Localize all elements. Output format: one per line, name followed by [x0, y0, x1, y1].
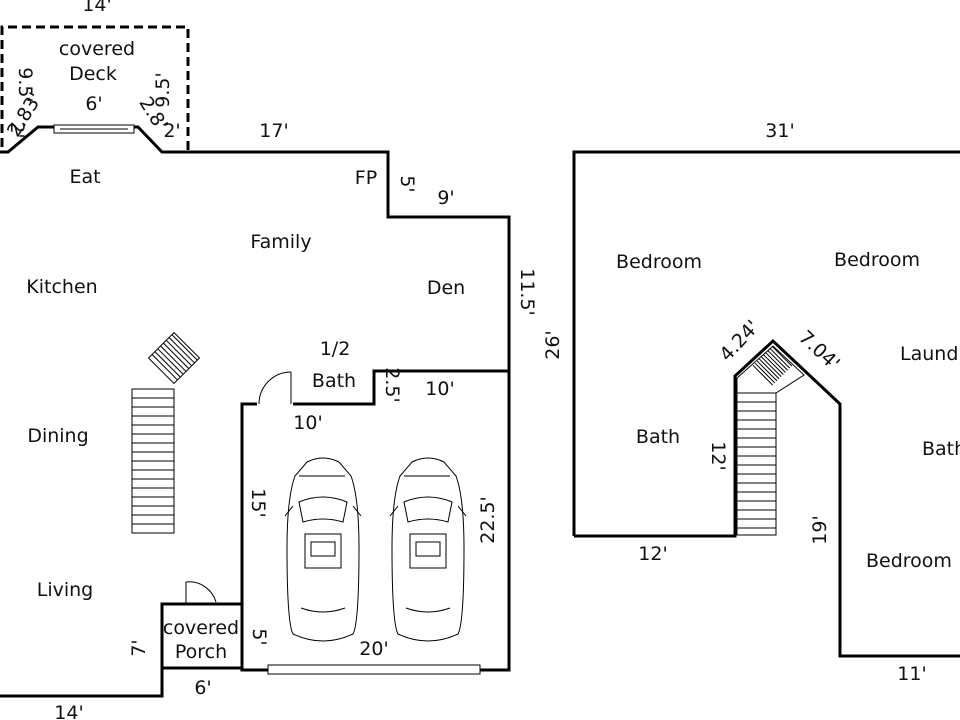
dim-garage-left: 15': [247, 488, 269, 517]
landing-square: [147, 331, 201, 385]
landing-hatch-line: [168, 337, 195, 364]
upper-landing-hatch-line: [758, 358, 780, 380]
landing-hatch-line: [160, 345, 187, 372]
main-floor-exterior-wall: [0, 125, 511, 672]
car-left-icon: [284, 457, 362, 642]
upper-landing-hatch-line: [765, 352, 786, 373]
upper-landing-hatch-line: [767, 350, 788, 371]
dim-den-top: 9': [437, 187, 454, 209]
dim-upper-top: 31': [765, 120, 794, 142]
upper-landing-hatch-line: [754, 362, 776, 384]
room-label-eat: Eat: [69, 166, 100, 188]
upper-floor-left-wall: [572, 150, 960, 536]
room-label-living: Living: [37, 579, 94, 601]
porch-wall: [0, 602, 242, 698]
dim-deck-left: 9.5': [14, 67, 36, 102]
main-floor-bottom-wall: [240, 402, 268, 672]
dim-bath-jog: 2.5': [381, 367, 403, 402]
stair-landing: [147, 331, 201, 385]
room-label-covered-deck-2: Deck: [69, 63, 117, 85]
dim-stair-angle-left: 4.24': [715, 316, 764, 366]
landing-hatch-line: [154, 351, 181, 378]
upper-landing-hatch-line: [756, 360, 778, 382]
landing-hatch-line: [151, 354, 178, 381]
upper-landing-hatch-line: [761, 356, 782, 377]
landing-hatch-line: [163, 342, 190, 369]
dim-den-right: 11.5': [516, 268, 538, 316]
room-label-covered-porch-2: Porch: [175, 641, 227, 663]
car-right-icon: [389, 457, 467, 642]
room-label-family: Family: [250, 231, 311, 253]
dim-upper-bottom-right: 11': [897, 663, 926, 685]
dim-garage-front-side: 5': [248, 628, 270, 645]
porch-door-swing: [185, 581, 217, 603]
room-label-half-bath: 1/2: [320, 338, 351, 360]
upper-landing-hatch-line: [752, 364, 774, 386]
dim-deck-right: 9.5': [152, 72, 174, 107]
main-staircase: [131, 388, 175, 534]
room-label-fp: FP: [355, 167, 377, 189]
room-label-laundry: Laund: [900, 343, 958, 365]
dim-deck-top: 14': [82, 0, 111, 16]
dim-upper-left: 26': [542, 330, 564, 359]
dim-garage-top: 10': [425, 378, 454, 400]
dim-bottom-left: 14': [54, 702, 83, 720]
dim-deck-center: 6': [85, 93, 102, 115]
upper-landing-hatch-line: [771, 345, 793, 367]
upper-landing-hatch-line: [763, 354, 784, 375]
room-label-covered-porch: covered: [163, 617, 239, 639]
upper-staircase: [736, 392, 777, 536]
room-label-bath-upper-2: Bath: [922, 438, 960, 460]
dim-upper-bottom-left: 12': [638, 543, 667, 565]
dim-upper-right-side: 19': [809, 515, 831, 544]
upper-stair-outline: [736, 392, 777, 536]
dim-bath-bottom: 10': [293, 412, 322, 434]
landing-hatch-line: [157, 348, 184, 375]
dim-stair-side: 12': [707, 441, 729, 470]
half-bath-wall: [293, 369, 509, 406]
garage-door: [267, 664, 481, 675]
room-label-half-bath-2: Bath: [312, 370, 356, 392]
room-label-kitchen: Kitchen: [26, 276, 97, 298]
dim-deck-right-short: 2': [163, 120, 180, 142]
dim-garage-door: 20': [359, 638, 388, 660]
room-label-bedroom-1: Bedroom: [616, 251, 702, 273]
room-label-covered-deck: covered: [59, 38, 135, 60]
dim-porch-bottom: 6': [194, 677, 211, 699]
room-label-bath-upper: Bath: [636, 426, 680, 448]
upper-landing-hatch: [752, 345, 793, 386]
landing-hatch-line: [171, 334, 198, 361]
dim-deck-left-short: 2': [6, 121, 28, 138]
room-label-bedroom-2: Bedroom: [834, 249, 920, 271]
upper-landing-hatch-line: [769, 347, 791, 369]
dim-fp-side: 5': [396, 175, 418, 192]
room-label-bedroom-3: Bedroom: [866, 550, 952, 572]
room-label-den: Den: [427, 277, 465, 299]
landing-hatch-line: [165, 339, 193, 367]
covered-deck-outline: [0, 25, 190, 150]
dim-porch-side: 7': [128, 639, 150, 656]
upper-floor-stair-wall: [574, 338, 960, 658]
dim-garage-right: 22.5': [477, 496, 499, 544]
dim-family-top: 17': [259, 120, 288, 142]
room-label-dining: Dining: [27, 425, 88, 447]
half-bath-door-swing: [258, 371, 292, 405]
